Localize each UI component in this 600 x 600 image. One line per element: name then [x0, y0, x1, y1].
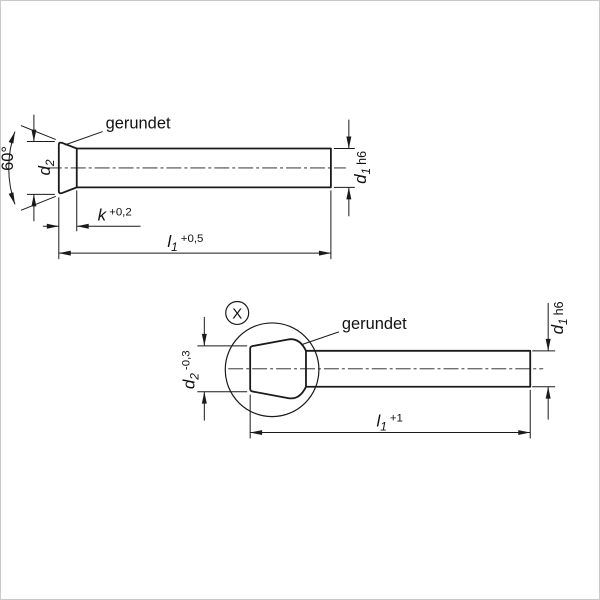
top-l1-label: l1+0,5 [167, 232, 203, 254]
detail-marker-label: X [232, 305, 242, 322]
top-k-label: k+0,2 [98, 205, 132, 224]
bottom-d1-label: d1h6 [548, 301, 570, 334]
bottom-d2-label: d2-0,3 [179, 350, 201, 389]
bottom-gerundet-label: gerundet [342, 315, 407, 333]
top-angle-arc [8, 131, 16, 205]
top-gerundet-leader-line [64, 131, 103, 146]
top-angle-label: 60° [1, 146, 17, 171]
top-d2-label: d2 [35, 159, 57, 175]
top-drawing: gerundet 60° d2 k+0,2 l1+0,5 d1h6 [1, 115, 373, 260]
top-angle-extension-lines [20, 125, 57, 211]
top-d1-label: d1h6 [351, 151, 373, 184]
detail-marker-circle [225, 300, 250, 326]
bottom-d1-extension-lines [532, 350, 556, 388]
bottom-gerundet-leader-line [300, 331, 340, 346]
bottom-l1-label: l1+1 [376, 412, 402, 434]
bottom-drawing: X gerundet d2-0,3 d1h6 l1+1 [179, 300, 570, 439]
top-pin-outline [57, 141, 332, 195]
top-k-extension-lines [58, 190, 78, 260]
bottom-pin-outline [249, 338, 532, 400]
detail-view-circle [224, 322, 320, 418]
top-gerundet-label: gerundet [106, 115, 171, 133]
